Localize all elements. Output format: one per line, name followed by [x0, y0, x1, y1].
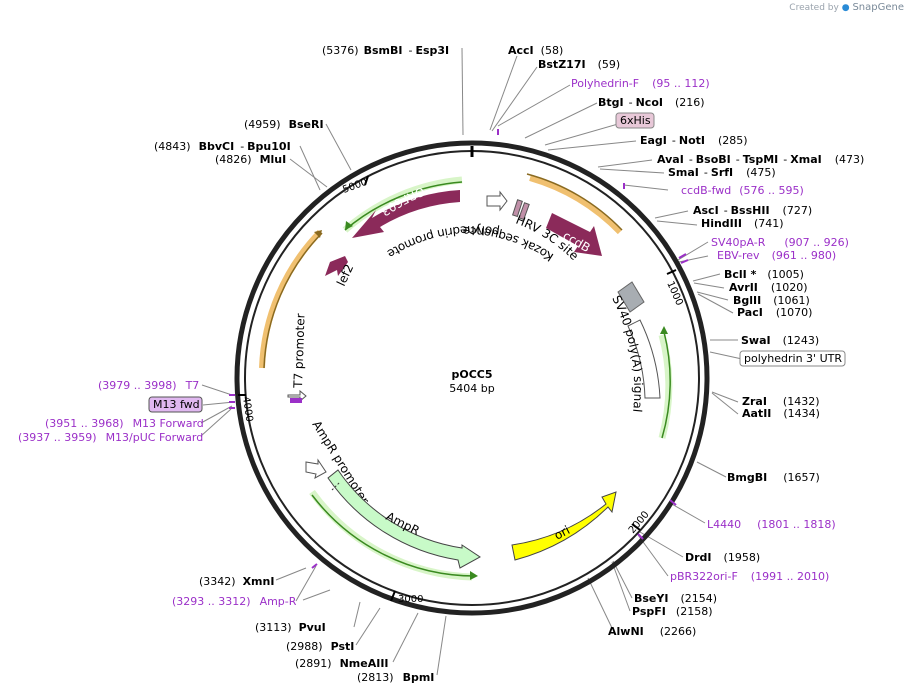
site-mlui: (4826)MluI — [215, 153, 286, 166]
primer-ebv-rev: EBV-rev(961 .. 980) — [717, 249, 836, 262]
leader-lines — [200, 47, 743, 676]
site-bmgbi: BmgBI(1657) — [727, 471, 820, 484]
ampr-dash — [331, 481, 341, 491]
orange-band-left — [259, 229, 323, 369]
primer-markers — [229, 129, 689, 569]
sv40-block — [617, 281, 645, 313]
site-swai: SwaI(1243) — [741, 334, 819, 347]
plasmid-backbone — [234, 140, 710, 616]
site-xmni: (3342)XmnI — [199, 575, 274, 588]
site-pvui: (3113)PvuI — [255, 621, 326, 634]
site-drdi: DrdI(1958) — [685, 551, 760, 564]
site-eagi: EagI-NotI(285) — [640, 134, 748, 147]
site-avai: AvaI-BsoBI-TspMI-XmaI(473) — [657, 153, 864, 166]
scale-ticks — [238, 175, 677, 602]
sv40-green-arrow — [661, 331, 671, 439]
svg-text:M13 fwd: M13 fwd — [153, 398, 200, 411]
site-nmeaiii: (2891)NmeAIII — [295, 657, 389, 670]
box-polyhedrin-utr: polyhedrin 3' UTR — [739, 350, 846, 367]
site-alwni: AlwNI(2266) — [608, 625, 696, 638]
snapgene-credit: Created by ● SnapGene — [789, 2, 904, 13]
primer-m13-puc-forward: (3937 .. 3959)M13/pUC Forward — [18, 431, 203, 444]
site-bseyi: BseYI(2154) — [634, 592, 717, 605]
tick-label-1000: 1000 — [664, 280, 684, 308]
site-bglii: BglII(1061) — [733, 294, 810, 307]
site-bbvci: (4843)BbvCI-Bpu10I — [154, 140, 291, 153]
tick-label-3000: 3000 — [398, 594, 423, 605]
primer-amp-r: (3293 .. 3312)Amp-R — [172, 595, 297, 608]
site-hindiii: HindIII(741) — [701, 217, 784, 230]
primer-ccdb-fwd: ccdB-fwd(576 .. 595) — [681, 184, 804, 197]
site-avrii: AvrII(1020) — [729, 281, 807, 294]
box-6xhis: 6xHis — [615, 112, 655, 129]
polyhedrin-promoter-arrow — [486, 190, 508, 212]
box-m13fwd: M13 fwd — [148, 396, 203, 413]
plasmid-name: pOCC5 — [451, 368, 492, 381]
sv40-green-arrowhead — [660, 326, 668, 334]
t7-primer-bar — [290, 398, 302, 403]
primer-l4440: L4440(1801 .. 1818) — [707, 518, 836, 531]
plasmid-size: 5404 bp — [449, 382, 494, 395]
svg-text:polyhedrin 3' UTR: polyhedrin 3' UTR — [744, 352, 842, 365]
tick-label-4000: 4000 — [240, 396, 254, 423]
ori-label: ori — [552, 523, 572, 543]
site-psti: (2988)PstI — [286, 640, 354, 653]
primer-pbr322ori-f: pBR322ori-F(1991 .. 2010) — [670, 570, 829, 583]
ori-feature — [511, 491, 617, 561]
site-bcli: BclI *(1005) — [724, 268, 804, 281]
orf603-feature — [352, 190, 460, 238]
hrv-mark-1 — [511, 199, 523, 218]
arrowhead-left — [314, 230, 322, 238]
sv40-label: SV40 poly(A) signal — [609, 293, 645, 413]
site-aatii: AatII(1434) — [742, 407, 820, 420]
credit-brand: SnapGene — [852, 2, 904, 13]
ampr-green-arrow — [311, 494, 477, 577]
site-pspfi: PspFI(2158) — [632, 605, 712, 618]
svg-text:6xHis: 6xHis — [620, 114, 651, 127]
orf-green-arrow — [344, 181, 463, 231]
site-zrai: ZraI(1432) — [742, 395, 820, 408]
orange-arrow-top — [526, 173, 623, 231]
site-paci: PacI(1070) — [737, 306, 812, 319]
site-asci: AscI-BssHII(727) — [693, 204, 812, 217]
orange-band-top — [529, 175, 623, 235]
primer-m13-forward: (3951 .. 3968)M13 Forward — [45, 417, 204, 430]
orange-arrow-left — [263, 232, 323, 369]
site-bpmi: (2813)BpmI — [357, 671, 434, 684]
ampr-feature — [327, 469, 481, 569]
credit-prefix: Created by — [789, 3, 839, 13]
site-smai: SmaI-SrfI(475) — [668, 166, 776, 179]
sv40-polya-feature — [627, 319, 661, 399]
site-btgi: BtgI-NcoI(216) — [598, 96, 705, 109]
site-bsmbi: (5376)BsmBI-Esp3I — [322, 44, 449, 57]
ampr-green-arrowhead — [470, 571, 478, 580]
lef2-feature — [325, 252, 348, 276]
t7-promoter-label: T7 promoter — [291, 313, 308, 389]
primer-polyhedrin-f: Polyhedrin-F(95 .. 112) — [571, 77, 710, 90]
ampr-promoter-arrow — [305, 458, 327, 479]
site-bseri: (4959)BseRI — [244, 118, 324, 131]
site-bstz17i: BstZ17I(59) — [538, 58, 620, 71]
snapgene-logo-icon: ● — [841, 3, 850, 13]
ccdb-feature — [546, 213, 602, 256]
site-acci: AccI(58) — [508, 44, 563, 57]
hrv-mark-2 — [518, 202, 530, 221]
orf-green-arrowhead — [345, 221, 353, 230]
primer-t7: (3979 .. 3998)T7 — [98, 379, 199, 392]
primer-sv40pa-r: SV40pA-R(907 .. 926) — [711, 236, 849, 249]
